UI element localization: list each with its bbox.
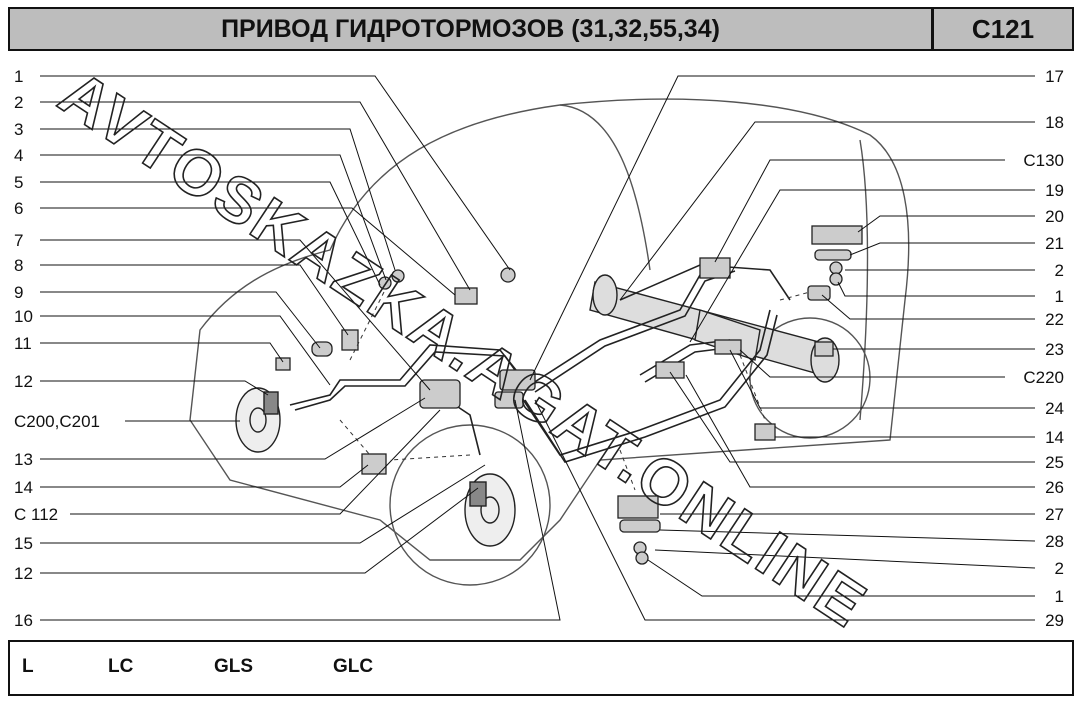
callout-label: 24	[1045, 399, 1064, 418]
dashed-guides	[339, 289, 811, 491]
front-left-disc	[235, 387, 281, 453]
callout-label: 15	[14, 534, 33, 553]
callout-label: 12	[14, 564, 33, 583]
callout-label: 23	[1045, 340, 1064, 359]
trim-level-bar: L LC GLS GLC	[8, 640, 1074, 696]
callout-label: 14	[1045, 428, 1064, 447]
trim-level: GLC	[333, 656, 374, 677]
callout-label: 13	[14, 450, 33, 469]
callout-label: 12	[14, 372, 33, 391]
header-bar: ПРИВОД ГИДРОТОРМОЗОВ (31,32,55,34) C121	[8, 7, 1074, 51]
diagram-title: ПРИВОД ГИДРОТОРМОЗОВ (31,32,55,34)	[10, 9, 934, 49]
callout-label: 9	[14, 283, 23, 302]
callout-label: 18	[1045, 113, 1064, 132]
callout-label: C200,C201	[14, 412, 100, 431]
trim-level: GLS	[214, 656, 254, 677]
callout-label: 19	[1045, 181, 1064, 200]
callout-label: 16	[14, 611, 33, 630]
callout-label: 10	[14, 307, 33, 326]
trim-level: L	[22, 656, 34, 677]
callout-label: 1	[14, 67, 23, 86]
callout-label: 26	[1045, 478, 1064, 497]
labels-right: 17 18 C130 19 20 21 2 1 22 23 C220 24 14…	[1023, 67, 1064, 630]
callout-label: 1	[1055, 587, 1064, 606]
callout-label: 27	[1045, 505, 1064, 524]
callout-label: 7	[14, 231, 23, 250]
callout-label: 2	[1055, 261, 1064, 280]
callout-label: C 112	[14, 505, 58, 524]
callout-label: 22	[1045, 310, 1064, 329]
leader-lines-right	[529, 75, 1036, 621]
trim-level: LC	[108, 656, 134, 677]
leader-lines-left	[40, 75, 561, 621]
callout-label: C130	[1023, 151, 1064, 170]
callout-label: 1	[1055, 287, 1064, 306]
front-right-disc	[464, 473, 516, 547]
labels-left: 1 2 3 4 5 6 7 8 9 10 11 12 C200,C201 13 …	[14, 67, 100, 630]
callout-label: 21	[1045, 234, 1064, 253]
callout-label: 2	[14, 93, 23, 112]
brake-components	[275, 225, 863, 565]
diagram-code: C121	[971, 13, 1035, 44]
callout-label: 2	[1055, 559, 1064, 578]
callout-label: C220	[1023, 368, 1064, 387]
callout-label: 5	[14, 173, 23, 192]
callout-label: 25	[1045, 453, 1064, 472]
callout-label: 14	[14, 478, 33, 497]
callout-label: 17	[1045, 67, 1064, 86]
callout-label: 29	[1045, 611, 1064, 630]
callout-label: 4	[14, 146, 23, 165]
callout-label: 11	[14, 334, 32, 353]
car-body-outline	[189, 98, 910, 586]
callout-label: 8	[14, 256, 23, 275]
callout-label: 20	[1045, 207, 1064, 226]
callout-label: 6	[14, 199, 23, 218]
brake-lines	[289, 264, 791, 463]
callout-label: 3	[14, 120, 23, 139]
callout-label: 28	[1045, 532, 1064, 551]
